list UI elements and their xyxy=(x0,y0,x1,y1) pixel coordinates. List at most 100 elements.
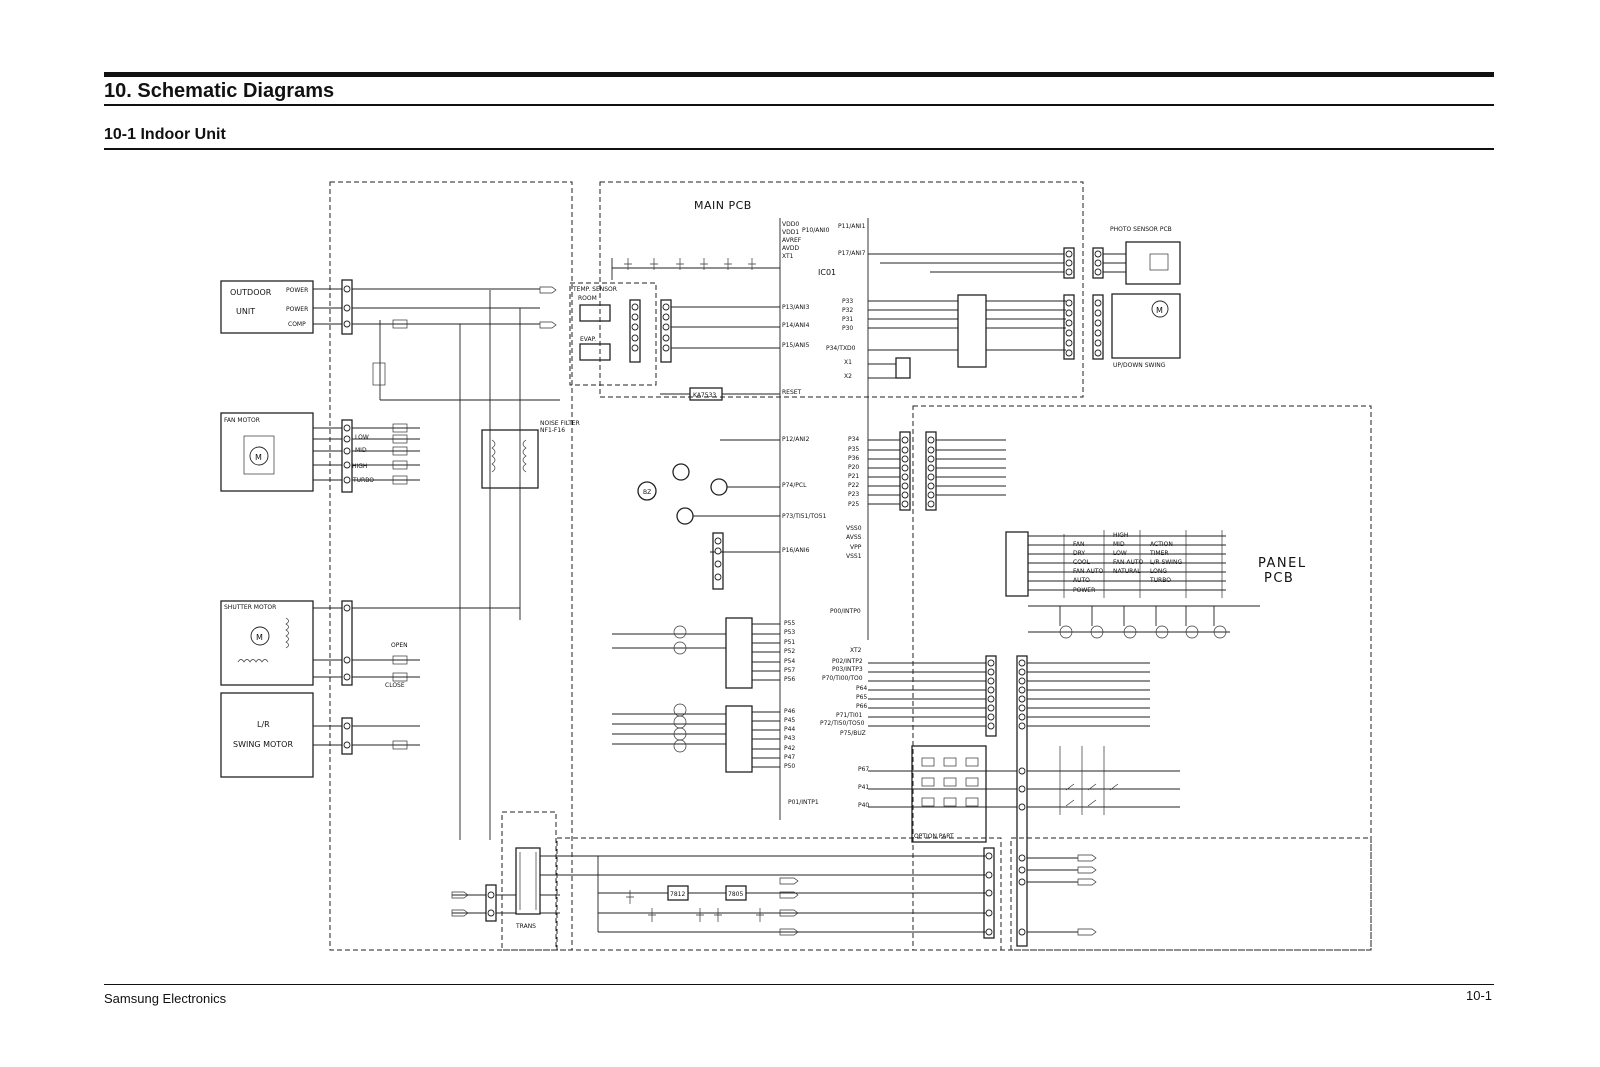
svg-text:AVSS: AVSS xyxy=(846,534,862,541)
reset-ic-label: KA7533 xyxy=(693,392,716,399)
svg-text:P34: P34 xyxy=(848,436,859,443)
noise-filter-label: NOISE FILTER xyxy=(540,420,580,427)
buzzer-label: BZ xyxy=(643,489,651,496)
svg-text:VDD1: VDD1 xyxy=(782,229,799,236)
svg-text:VPP: VPP xyxy=(850,544,862,551)
outdoor-unit-box xyxy=(220,280,314,334)
svg-text:P13/ANI3: P13/ANI3 xyxy=(782,304,810,311)
fan-motor-symbol xyxy=(249,446,269,466)
relay-driver-wiring xyxy=(612,623,780,768)
header-top-bar xyxy=(104,72,1494,77)
option-part-box xyxy=(911,745,987,843)
power-supply-wiring xyxy=(560,855,1078,933)
svg-text:P65: P65 xyxy=(856,694,867,701)
photo-sensor-pcb-label: PHOTO SENSOR PCB xyxy=(1110,226,1172,233)
svg-text:P15/ANI5: P15/ANI5 xyxy=(782,342,810,349)
svg-text:P74/PCL: P74/PCL xyxy=(782,482,807,489)
ic01-label: IC01 xyxy=(818,268,836,277)
shutter-close-label: CLOSE xyxy=(385,682,405,689)
svg-text:P23: P23 xyxy=(848,491,859,498)
svg-text:FAN: FAN xyxy=(1073,541,1085,548)
noise-filter-box xyxy=(481,429,539,489)
svg-text:VDD0: VDD0 xyxy=(782,221,799,228)
photo-sensor-pcb-box xyxy=(1125,241,1181,285)
page-title: 10. Schematic Diagrams xyxy=(104,80,335,102)
up-down-motor-symbol xyxy=(1151,300,1169,318)
svg-text:P44: P44 xyxy=(784,726,795,733)
ic01-vss-ports: VSS0 AVSS VPP VSS1 xyxy=(846,525,862,560)
shutter-motor-label: SHUTTER MOTOR xyxy=(224,604,276,611)
svg-text:MID: MID xyxy=(1113,541,1125,548)
svg-text:P22: P22 xyxy=(848,482,859,489)
svg-text:P66: P66 xyxy=(856,703,867,710)
transformer-core xyxy=(515,847,541,915)
lr-swing-label-2: SWING MOTOR xyxy=(233,740,293,749)
lr-swing-label-1: L/R xyxy=(257,720,270,729)
buzzer xyxy=(637,481,657,501)
svg-text:P51: P51 xyxy=(784,639,795,646)
panel-function-labels-col2: HIGH MID LOW FAN AUTO NATURAL xyxy=(1113,532,1144,575)
transformer-label: TRANS xyxy=(515,923,536,930)
header-divider xyxy=(104,104,1494,106)
up-down-swing-motor-box xyxy=(1111,293,1181,359)
lr-swing-motor-box xyxy=(220,692,314,778)
relay-coils xyxy=(673,625,687,753)
shutter-motor-box xyxy=(220,600,314,686)
temp-sensor-wiring xyxy=(611,258,780,349)
fan-motor-box xyxy=(220,412,314,492)
temp-sensor-region xyxy=(569,282,657,386)
svg-text:COOL: COOL xyxy=(1073,559,1091,566)
svg-text:P47: P47 xyxy=(784,754,795,761)
svg-text:P45: P45 xyxy=(784,717,795,724)
panel-function-labels-col1: FAN DRY COOL FAN AUTO AUTO xyxy=(1073,541,1104,584)
outdoor-unit-label-2: UNIT xyxy=(236,307,255,316)
panel-function-labels-col3: ACTION TIMER L/R SWING LONG TURBO xyxy=(1149,541,1182,584)
left-power-wiring xyxy=(313,288,560,840)
option-part-label: OPTION PART xyxy=(914,833,954,840)
connector-cn01 xyxy=(899,431,937,511)
evap-thermistor xyxy=(579,343,611,361)
noise-filter-coils xyxy=(491,439,527,473)
noise-filter-label-2: NF1-F16 xyxy=(540,427,565,434)
svg-text:P25: P25 xyxy=(848,501,859,508)
svg-text:P42: P42 xyxy=(784,745,795,752)
fan-motor-winding xyxy=(243,435,275,475)
relay-driver-ports-1: P55 P53 P51 P52 P54 P57 P56 xyxy=(784,620,795,683)
svg-text:X1: X1 xyxy=(844,359,852,366)
panel-pcb-label-2: PCB xyxy=(1264,571,1294,586)
regulator-7812-label: 7812 xyxy=(670,891,685,898)
svg-text:P52: P52 xyxy=(784,648,795,655)
regulator-7805-label: 7805 xyxy=(728,891,743,898)
ic01-body-edges xyxy=(779,218,869,820)
option-jumpers xyxy=(921,757,979,807)
transistor-q602 xyxy=(676,507,694,525)
panel-lower-wiring xyxy=(868,662,1180,808)
ic05-wiring xyxy=(868,300,1066,351)
ic01-analog-ports: P13/ANI3 P14/ANI4 P15/ANI5 P12/ANI2 P74/… xyxy=(782,304,827,554)
svg-text:P55: P55 xyxy=(784,620,795,627)
svg-text:P36: P36 xyxy=(848,455,859,462)
svg-text:P53: P53 xyxy=(784,629,795,636)
shutter-open-label: OPEN xyxy=(391,642,408,649)
fan-high-label: HIGH xyxy=(352,463,367,470)
photo-sensor-wiring xyxy=(868,253,1126,273)
up-down-swing-label: UP/DOWN SWING xyxy=(1113,362,1166,369)
temp-sensor-label: TEMP. SENSOR xyxy=(572,286,617,293)
svg-text:L/R SWING: L/R SWING xyxy=(1150,559,1182,566)
svg-text:FAN AUTO: FAN AUTO xyxy=(1073,568,1104,575)
connector-cn73 xyxy=(341,419,353,493)
connector-cn71 xyxy=(341,279,353,335)
svg-text:TIMER: TIMER xyxy=(1149,550,1169,557)
ic01-p-ports: P34 P35 P36 P20 P21 P22 P23 P25 xyxy=(848,436,859,508)
svg-text:LONG: LONG xyxy=(1150,568,1167,575)
crystal-wiring xyxy=(868,363,896,379)
svg-text:P30: P30 xyxy=(842,325,853,332)
svg-text:P73/TI51/TO51: P73/TI51/TO51 xyxy=(782,513,827,520)
svg-text:P31: P31 xyxy=(842,316,853,323)
ic01-opt-ports: P67 P41 P40 xyxy=(858,766,869,809)
svg-text:HIGH: HIGH xyxy=(1113,532,1128,539)
ic01-vdd-pins: VDD0 VDD1 AVREF AVDD XT1 xyxy=(782,221,802,260)
panel-driver-ic xyxy=(1005,531,1029,597)
svg-text:P33: P33 xyxy=(842,298,853,305)
connector-cn03 xyxy=(983,847,995,939)
